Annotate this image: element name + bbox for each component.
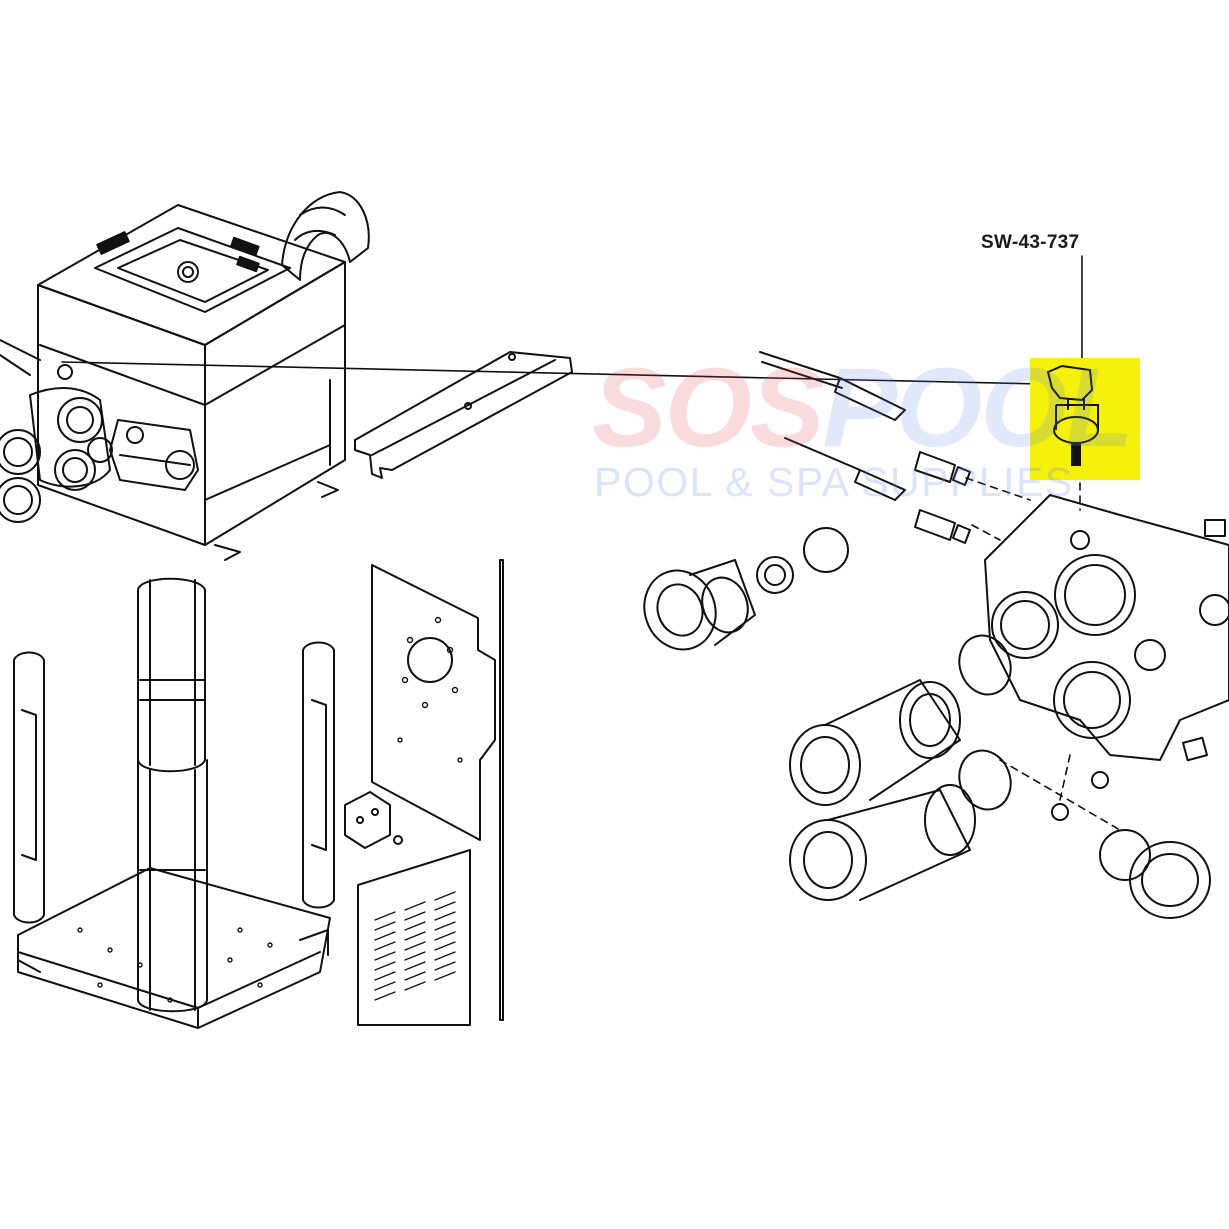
side-panel (344, 559, 504, 1026)
manifold-assembly (643, 351, 1229, 919)
column-assembly (13, 577, 335, 1029)
pressure-switch-icon (1046, 364, 1099, 466)
highlighted-part (1030, 358, 1140, 480)
part-number-label: SW-43-737 (981, 232, 1080, 253)
leader-line (61, 361, 1041, 385)
heater-cabinet (0, 191, 370, 561)
mounting-bracket (354, 351, 573, 479)
